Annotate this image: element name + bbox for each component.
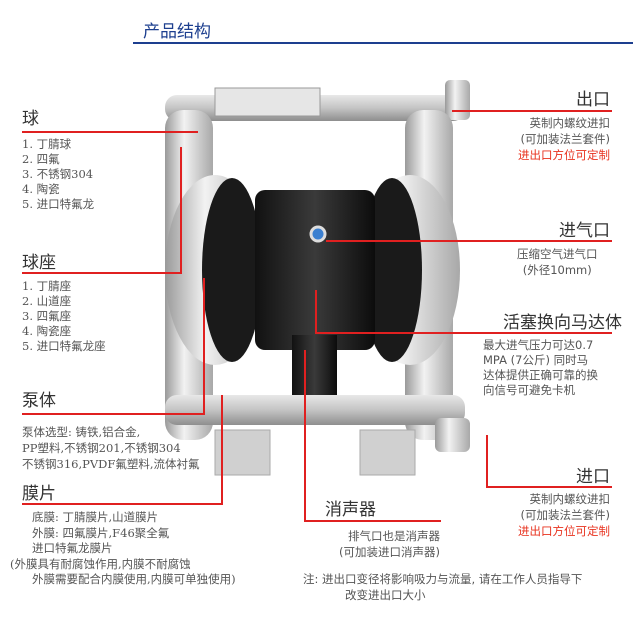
list-item: 5. 进口特氟龙座 <box>22 339 106 353</box>
pump-center-body <box>202 178 422 397</box>
outlet-heading: 出口 <box>576 90 610 110</box>
diaphragm-text: 底膜: 丁腈膜片,山道膜片 外膜: 四氟膜片,F46聚全氟 进口特氟龙膜片 (外… <box>10 510 236 588</box>
list-item: 5. 进口特氟龙 <box>22 197 95 211</box>
motor-heading: 活塞换向马达体 <box>503 313 622 333</box>
note-text: 注: 进出口变径将影响吸力与流量, 请在工作人员指导下 改变进出口大小 <box>303 571 582 603</box>
text-line: 不锈钢316,PVDF氟塑料,流体衬氟 <box>22 457 200 471</box>
body-callout-line <box>22 413 205 415</box>
inlet-text: 英制内螺纹进扣 (可加装法兰套件) 进出口方位可定制 <box>518 491 610 539</box>
ball-heading: 球 <box>22 109 39 129</box>
text-line: (可加装法兰套件) <box>520 132 610 146</box>
pump-inlet-manifold <box>165 395 470 476</box>
air-inlet-callout-line <box>326 240 612 242</box>
seat-heading: 球座 <box>22 253 56 273</box>
body-heading: 泵体 <box>22 391 56 411</box>
text-line: 英制内螺纹进扣 <box>529 492 611 506</box>
seat-callout-vertical <box>180 147 182 274</box>
list-item: 1. 丁腈球 <box>22 137 72 151</box>
ball-list: 1. 丁腈球 2. 四氟 3. 不锈钢304 4. 陶瓷 5. 进口特氟龙 <box>22 137 94 212</box>
inlet-callout-vertical <box>486 435 488 488</box>
text-line: 泵体选型: 铸铁,铝合金, <box>22 425 141 439</box>
text-line: (外膜具有耐腐蚀作用,内膜不耐腐蚀 <box>10 556 191 571</box>
list-item: 2. 四氟 <box>22 152 60 166</box>
text-line: 底膜: 丁腈膜片,山道膜片 <box>32 510 159 524</box>
motor-text: 最大进气压力可达0.7 MPA (7公斤) 同时马 达体提供正确可靠的换 向信号… <box>483 338 598 398</box>
text-line: 达体提供正确可靠的换 <box>483 368 598 382</box>
text-line: 排气口也是消声器 <box>348 529 440 543</box>
diaphragm-heading: 膜片 <box>22 484 56 504</box>
motor-callout-vertical <box>315 290 317 334</box>
text-line: 外膜: 四氟膜片,F46聚全氟 <box>32 525 170 540</box>
list-item: 3. 四氟座 <box>22 309 72 323</box>
highlight-text: 进出口方位可定制 <box>518 524 610 538</box>
air-inlet-text: 压缩空气进气口 (外径10mm) <box>517 246 598 278</box>
muffler-heading: 消声器 <box>325 500 376 520</box>
text-line: 外膜需要配合内膜使用,内膜可单独使用) <box>32 572 236 586</box>
muffler-text: 排气口也是消声器 (可加装进口消声器) <box>339 528 440 560</box>
diaphragm-callout-line <box>22 503 223 505</box>
body-text: 泵体选型: 铸铁,铝合金, PP塑料,不锈钢201,不锈钢304 不锈钢316,… <box>22 424 200 472</box>
text-line: (可加装进口消声器) <box>339 545 440 559</box>
muffler-callout-line <box>304 520 441 522</box>
text-line: (外径10mm) <box>522 263 592 277</box>
motor-callout-line <box>315 332 612 334</box>
air-inlet-heading: 进气口 <box>559 221 610 241</box>
list-item: 4. 陶瓷 <box>22 182 60 196</box>
pump-outlet-manifold <box>165 80 470 121</box>
page-title: 产品结构 <box>143 22 211 42</box>
title-underline <box>133 42 633 44</box>
ball-callout-line <box>22 131 198 133</box>
text-line: PP塑料,不锈钢201,不锈钢304 <box>22 441 181 455</box>
text-line: 英制内螺纹进扣 <box>529 116 611 130</box>
body-callout-vertical <box>203 278 205 415</box>
text-line: 压缩空气进气口 <box>517 247 598 261</box>
seat-list: 1. 丁腈座 2. 山道座 3. 四氟座 4. 陶瓷座 5. 进口特氟龙座 <box>22 279 106 354</box>
text-line: MPA (7公斤) 同时马 <box>483 353 589 367</box>
list-item: 1. 丁腈座 <box>22 279 72 293</box>
text-line: 进口特氟龙膜片 <box>32 541 113 555</box>
text-line: (可加装法兰套件) <box>520 508 610 522</box>
inlet-heading: 进口 <box>576 467 610 487</box>
seat-callout-line <box>22 272 182 274</box>
list-item: 3. 不锈钢304 <box>22 167 94 181</box>
inlet-callout-line <box>486 486 612 488</box>
diaphragm-callout-vertical <box>221 395 223 505</box>
highlight-text: 进出口方位可定制 <box>518 148 610 162</box>
text-line: 向信号可避免卡机 <box>483 383 575 397</box>
muffler-callout-vertical <box>304 350 306 522</box>
outlet-callout-line <box>452 110 612 112</box>
list-item: 2. 山道座 <box>22 294 72 308</box>
text-line: 最大进气压力可达0.7 <box>483 338 594 352</box>
outlet-text: 英制内螺纹进扣 (可加装法兰套件) 进出口方位可定制 <box>518 115 610 163</box>
text-line: 改变进出口大小 <box>345 588 426 602</box>
text-line: 注: 进出口变径将影响吸力与流量, 请在工作人员指导下 <box>303 572 583 586</box>
list-item: 4. 陶瓷座 <box>22 324 72 338</box>
